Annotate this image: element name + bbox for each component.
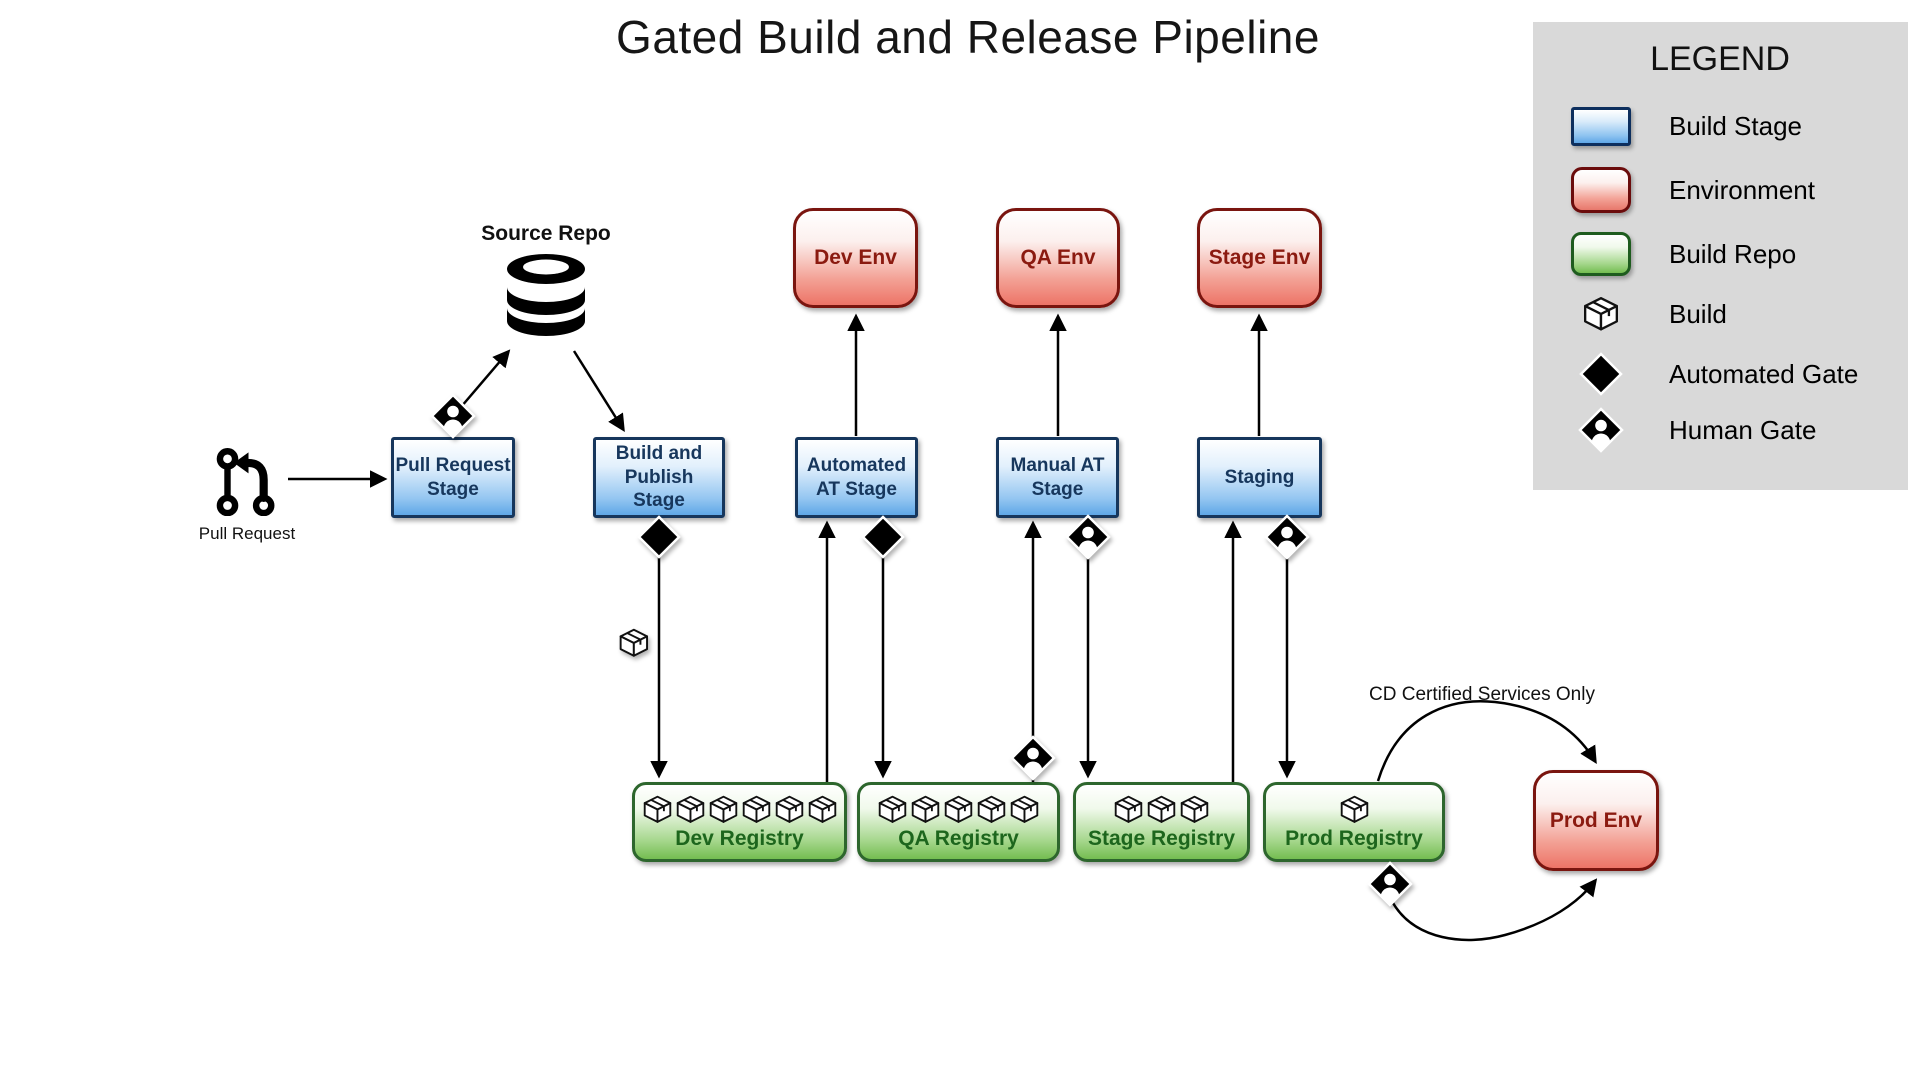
build-stage-swatch-icon (1565, 106, 1637, 146)
package-icon (643, 795, 671, 823)
package-icon (1340, 795, 1368, 823)
registry-qa: QA Registry (857, 782, 1060, 862)
registry-prod: Prod Registry (1263, 782, 1445, 862)
stage-label: Automated AT Stage (806, 454, 907, 500)
human-gate-icon (432, 395, 474, 440)
legend-label: Build (1669, 298, 1727, 329)
stage-pull-request: Pull Request Stage (391, 437, 515, 518)
legend-label: Automated Gate (1669, 358, 1859, 389)
package-icon (676, 795, 704, 823)
legend-title: LEGEND (1650, 40, 1790, 78)
package-icon (619, 628, 649, 657)
source-repo-label: Source Repo (481, 222, 611, 245)
package-icon (709, 795, 737, 823)
package-icon (911, 795, 940, 823)
automated-gate-icon (637, 515, 681, 559)
build-package-icons (1113, 792, 1210, 826)
build-package-icons (642, 792, 838, 826)
human-gate-icon (1067, 516, 1109, 561)
human-gate-icon (1012, 737, 1054, 782)
legend-panel: LEGEND Build Stage Environment Build Rep… (1533, 22, 1908, 490)
arrow-sourcerepo-to-buildpublish (572, 350, 625, 432)
registry-stage: Stage Registry (1073, 782, 1250, 862)
legend-label: Human Gate (1669, 414, 1817, 445)
package-icon (1147, 795, 1176, 823)
stage-label: Manual AT Stage (1010, 454, 1105, 500)
package-icon (878, 795, 907, 823)
env-label: Dev Env (814, 246, 897, 269)
legend-row-automated-gate: Automated Gate (1565, 351, 1908, 397)
human-gate-icon (1565, 407, 1637, 453)
stage-label: Build and Publish Stage (615, 442, 703, 512)
registry-dev: Dev Registry (632, 782, 847, 862)
package-icon (742, 795, 770, 823)
package-icon (808, 795, 836, 823)
human-gate-icon (1266, 516, 1308, 561)
stage-manual-at: Manual AT Stage (996, 437, 1119, 518)
package-icon (775, 795, 803, 823)
stage-build-and-publish: Build and Publish Stage (593, 437, 725, 518)
legend-label: Environment (1669, 174, 1815, 205)
legend-label: Build Stage (1669, 110, 1802, 141)
legend-label: Build Repo (1669, 238, 1797, 269)
page-title: Gated Build and Release Pipeline (616, 11, 1320, 63)
package-icon (944, 795, 973, 823)
package-icon (1180, 795, 1209, 823)
legend-row-environment: Environment (1565, 167, 1908, 213)
arrow-prodregistry-to-prodenv-gated (1391, 878, 1598, 942)
package-icon (1114, 795, 1143, 823)
cd-certified-annotation: CD Certified Services Only (1369, 684, 1595, 705)
registry-label: QA Registry (898, 827, 1019, 850)
legend-row-build-stage: Build Stage (1565, 106, 1908, 146)
env-label: Prod Env (1549, 808, 1643, 832)
legend-row-build-repo: Build Repo (1565, 232, 1908, 276)
env-dev: Dev Env (793, 208, 918, 308)
env-prod: Prod Env (1533, 770, 1659, 871)
build-package-icons (877, 792, 1040, 826)
package-icon (1010, 795, 1039, 823)
package-icon (1565, 296, 1637, 332)
registry-label: Dev Registry (675, 827, 804, 850)
registry-label: Prod Registry (1285, 827, 1423, 850)
environment-swatch-icon (1565, 167, 1637, 213)
pull-request-icon (210, 446, 280, 516)
stage-automated-at: Automated AT Stage (795, 437, 918, 518)
legend-row-build: Build (1565, 294, 1908, 334)
env-qa: QA Env (996, 208, 1120, 308)
human-gate-icon (1369, 863, 1411, 908)
build-package-icons (1339, 792, 1370, 826)
automated-gate-icon (861, 515, 905, 559)
package-icon (977, 795, 1006, 823)
build-repo-swatch-icon (1565, 232, 1637, 276)
arrow-prstage-to-sourcerepo (460, 349, 511, 408)
database-icon (507, 254, 585, 336)
stage-label: Staging (1224, 466, 1295, 488)
env-stage: Stage Env (1197, 208, 1322, 308)
legend-row-human-gate: Human Gate (1565, 410, 1908, 450)
env-label: QA Env (1020, 246, 1096, 269)
registry-label: Stage Registry (1087, 827, 1236, 850)
env-label: Stage Env (1208, 246, 1311, 269)
stage-staging: Staging (1197, 437, 1322, 518)
pull-request-label: Pull Request (198, 524, 296, 543)
automated-gate-icon (1565, 351, 1637, 397)
stage-label: Pull Request Stage (395, 454, 511, 500)
